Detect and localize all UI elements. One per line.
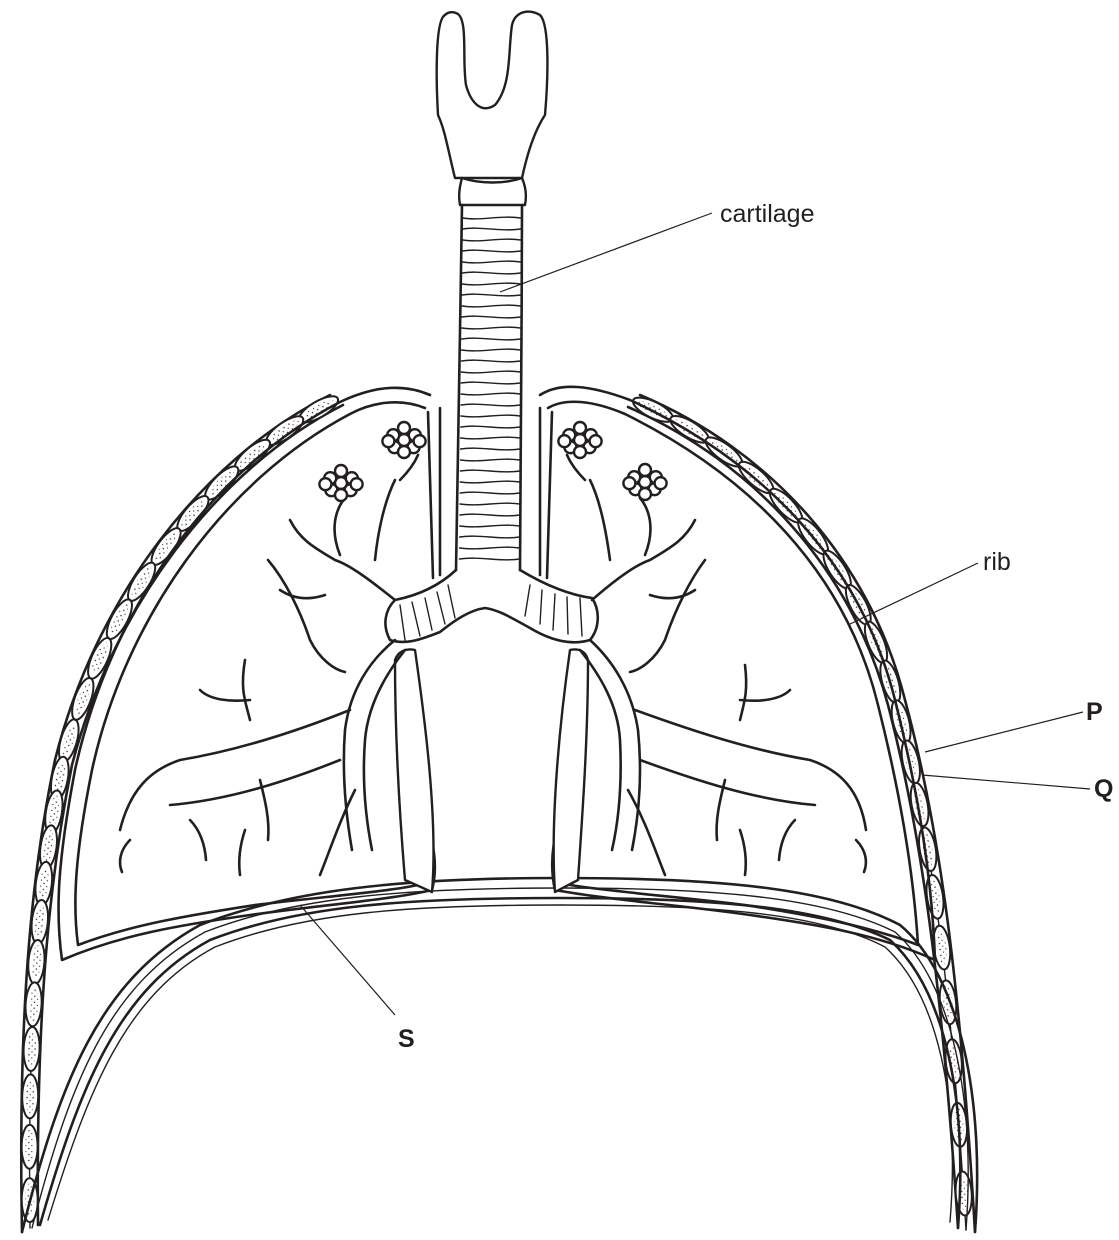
alveoli-cluster-right-upper-sac-9 [590, 435, 602, 447]
cartilage-ring-4 [463, 250, 521, 252]
alveoli-cluster-left-upper-sac-9 [414, 435, 426, 447]
p-label: P [1086, 698, 1103, 726]
alveoli-cluster-left-lower-sac-7 [335, 489, 347, 501]
alveoli-cluster-right-lower-sac-9 [655, 477, 667, 489]
cartilage-ring-17 [461, 393, 520, 395]
alveoli-cluster-right-upper-sac-6 [574, 422, 586, 434]
cartilage-ring-26 [460, 492, 520, 494]
cartilage-leader-line [500, 213, 712, 292]
cartilage-ring-20 [461, 426, 520, 428]
q-label: Q [1094, 775, 1113, 803]
trachea [456, 205, 522, 570]
alveoli-cluster-right-lower-sac-6 [639, 464, 651, 476]
cartilage-ring-6 [462, 272, 520, 274]
cartilage-ring-19 [461, 415, 520, 417]
bronchial-tree-left [120, 455, 418, 875]
alveoli [319, 422, 666, 501]
alveoli-cluster-right-lower-sac-7 [639, 488, 651, 500]
bronchi [385, 570, 597, 642]
cartilage-ring-18 [461, 404, 520, 406]
alveoli-cluster-left-upper [382, 422, 425, 458]
cartilage-ring-7 [462, 283, 520, 285]
q-leader-line [922, 775, 1090, 789]
diaphragm [22, 878, 977, 1232]
alveoli-cluster-left-upper-sac-6 [398, 422, 410, 434]
alveoli-cluster-right-upper-sac-7 [574, 446, 586, 458]
left-lung [58, 388, 440, 960]
cartilage-ring-32 [459, 558, 519, 560]
cartilage-ring-9 [462, 305, 521, 307]
alveoli-cluster-right-upper-sac-8 [558, 435, 570, 447]
cartilage-ring-12 [462, 338, 521, 340]
cartilage-ring-11 [462, 327, 521, 329]
cartilage-ring-5 [462, 261, 520, 263]
cartilage-label: cartilage [720, 200, 815, 228]
larynx [437, 12, 548, 205]
cartilage-ring-13 [462, 349, 521, 351]
cartilage-ring-1 [463, 217, 521, 219]
cartilage-ring-3 [463, 239, 521, 241]
s-leader-line [300, 905, 395, 1015]
alveoli-cluster-left-lower-sac-9 [351, 478, 363, 490]
rib-leader-line [848, 563, 978, 625]
cartilage-ring-15 [461, 371, 520, 373]
bronchial-tree-right [567, 455, 866, 875]
cartilage-ring-25 [460, 481, 520, 483]
alveoli-cluster-left-upper-sac-8 [382, 435, 394, 447]
cartilage-ring-24 [460, 470, 520, 472]
rib-label: rib [983, 548, 1011, 576]
alveoli-cluster-right-upper [558, 422, 601, 458]
cartilage-ring-27 [460, 503, 520, 505]
cartilage-ring-28 [460, 514, 520, 516]
p-leader-line [925, 712, 1083, 752]
cartilage-ring-8 [462, 294, 521, 296]
alveoli-cluster-left-lower [319, 465, 362, 501]
s-label: S [398, 1025, 415, 1053]
alveoli-cluster-right-lower-sac-8 [623, 477, 635, 489]
cartilage-ring-31 [460, 547, 520, 549]
alveoli-cluster-left-upper-sac-7 [398, 446, 410, 458]
cartilage-ring-10 [462, 316, 521, 318]
cartilage-ring-14 [461, 360, 520, 362]
cartilage-rings [459, 217, 520, 560]
cartilage-ring-16 [461, 382, 520, 384]
cartilage-ring-30 [460, 536, 520, 538]
alveoli-cluster-right-lower [623, 464, 666, 500]
cartilage-ring-2 [463, 228, 521, 230]
alveoli-cluster-left-lower-sac-8 [319, 478, 331, 490]
cartilage-ring-22 [461, 448, 520, 450]
alveoli-cluster-left-lower-sac-6 [335, 465, 347, 477]
cartilage-ring-23 [460, 459, 520, 461]
cartilage-ring-29 [460, 525, 520, 527]
cartilage-ring-21 [461, 437, 520, 439]
